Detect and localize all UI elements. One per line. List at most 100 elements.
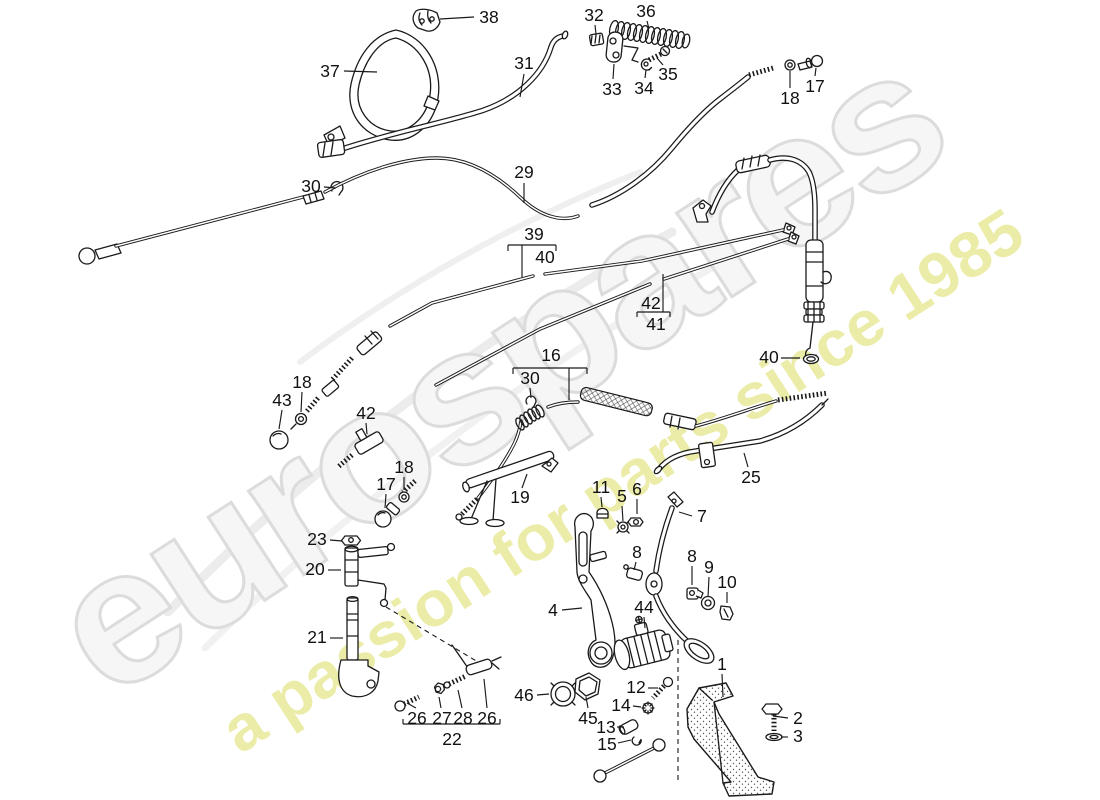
leader-line [594,24,597,35]
accelerator-cable-art [692,154,832,365]
part-label-30: 30 [301,176,321,196]
part-label-42: 42 [356,403,375,423]
part-label-41: 41 [646,314,665,334]
part-10-clip-art [719,605,734,621]
part-label-40: 40 [535,247,555,267]
part-12-bolt-art [651,676,674,700]
part-label-16: 16 [541,345,560,365]
part-41-42-rod-art [336,231,800,528]
leader-line [406,702,417,709]
leader-line [814,67,817,77]
part-7-pedal-arm-art [645,491,715,664]
part-label-7: 7 [697,506,707,526]
part-label-36: 36 [636,1,655,21]
leader-line [519,73,525,98]
part-1-pedal-bracket-art [686,682,775,797]
part-label-13: 13 [596,717,615,737]
leader-line [743,452,749,468]
part-45-gasket-art [574,672,601,701]
part-label-15: 15 [597,734,616,754]
part-label-27: 27 [432,708,451,728]
leader-line [585,696,589,709]
part-label-20: 20 [305,559,325,579]
part-18-nut-icon [398,491,410,503]
part-label-26: 26 [407,708,426,728]
part-label-40: 40 [759,347,779,367]
part-label-21: 21 [307,627,326,647]
part-label-33: 33 [602,79,621,99]
part-22-rod-art [394,644,502,712]
leader-line [721,673,724,698]
part-label-42: 42 [641,293,660,313]
part-label-2: 2 [793,708,803,728]
leader-line [343,70,378,73]
part-42-adjuster-icon [354,427,384,455]
leader-line [536,693,550,696]
watermark-swoosh [297,169,643,365]
part-32-nut-art [588,32,605,47]
leader-line [633,561,637,571]
part-17-socket-icon [374,510,392,528]
part-label-18: 18 [394,457,413,477]
part-3-washer-art [765,732,783,742]
part-30-clip-icon [525,395,537,408]
leader-line [384,493,387,509]
part-18-washer-icon [294,412,308,426]
leader-line [707,576,710,598]
part-25-tube-art [653,398,829,475]
leader-line [439,16,475,20]
part-label-4: 4 [548,600,558,620]
part-8-clamp-art [623,564,643,581]
leader-line [772,715,789,719]
part-21-shaft-art [338,595,380,698]
leader-line [612,63,615,80]
part-label-32: 32 [584,5,603,25]
part-28-screw-icon [443,681,451,689]
leader-line [323,186,337,189]
label-brackets [402,244,671,725]
part-15-clip-art [631,736,642,746]
part-29-cable-art [78,156,580,265]
leader-line [483,678,488,709]
part-label-44: 44 [634,597,654,617]
part-label-37: 37 [320,61,339,81]
part-label-43: 43 [272,390,291,410]
part-13-sleeve-art [618,719,639,735]
leader-line [329,539,343,542]
part-label-12: 12 [626,677,645,697]
part-label-31: 31 [514,53,533,73]
part-9-washer-art [700,595,716,611]
watermark-swoosh [163,227,677,617]
part-label-18: 18 [780,88,799,108]
part-label-14: 14 [611,695,631,715]
leader-line [365,422,368,435]
part-label-18: 18 [292,372,311,392]
part-label-35: 35 [658,64,677,84]
part-label-19: 19 [510,487,529,507]
part-label-45: 45 [578,708,597,728]
part-17-18-bolt-washer-art [589,54,824,208]
part-label-3: 3 [793,726,803,746]
part-label-34: 34 [634,78,654,98]
part-label-6: 6 [632,479,642,499]
leader-line [278,409,283,430]
part-38-clamp-art [412,8,441,32]
leader-line [656,57,664,66]
part-label-30: 30 [520,368,540,388]
watermark-swoosh [201,251,739,652]
part-label-22: 22 [442,729,461,749]
part-5-washer-art [616,520,630,534]
part-label-17: 17 [376,474,395,494]
part-14-washer-art [641,701,655,715]
part-19-bar-art [459,450,559,528]
part-44-valve-art [613,615,674,671]
diagram-artwork [78,8,832,797]
leader-line [561,607,583,611]
part-label-17: 17 [805,76,824,96]
part-40-oring-icon [802,353,820,365]
part-label-10: 10 [717,572,737,592]
part-16-cable-art [455,386,829,521]
part-2-bolt-art [761,703,783,731]
